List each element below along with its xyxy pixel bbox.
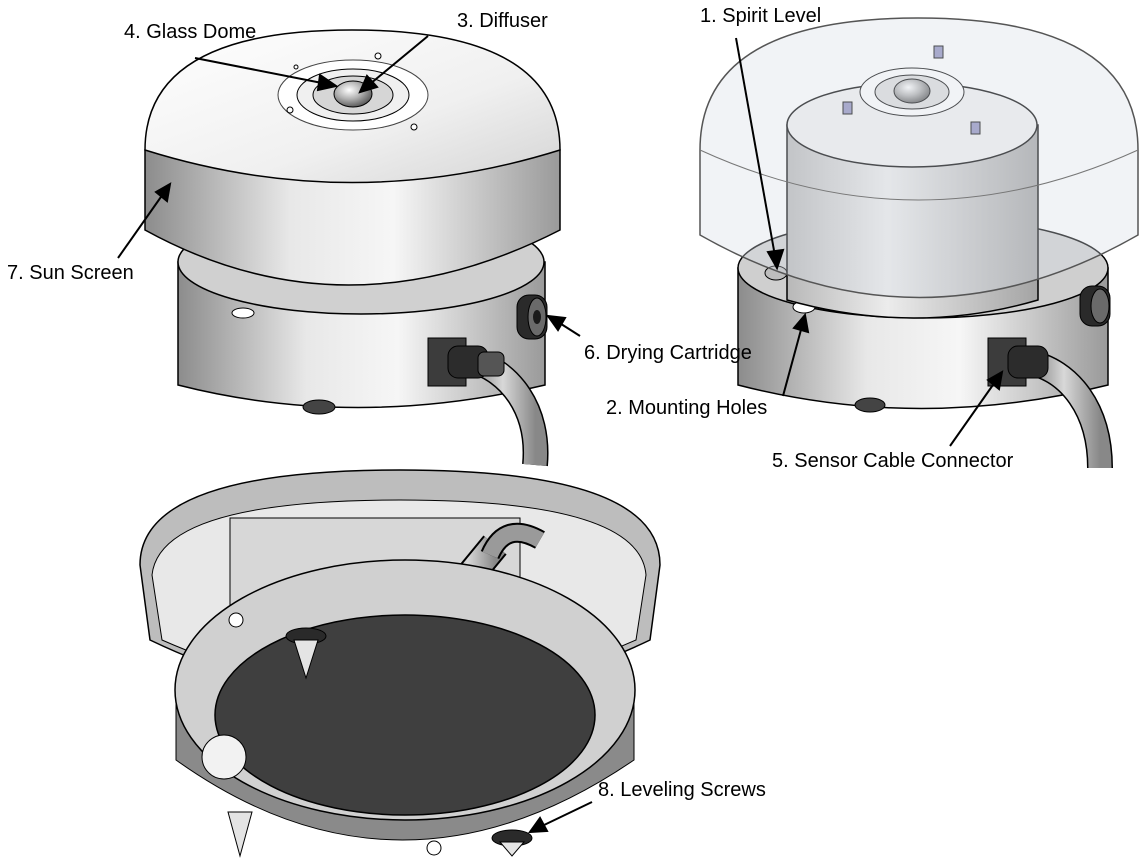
arrow-sun-screen <box>117 182 172 259</box>
sensor-connector-left <box>427 337 549 467</box>
unit-transparent-screen <box>699 17 1139 469</box>
label-sensor-cable-connector: 5. Sensor Cable Connector <box>772 450 1014 472</box>
arrow-spirit-level <box>735 37 785 271</box>
arrow-sensor-connector <box>949 370 1004 447</box>
unit-underside <box>139 469 661 858</box>
label-leveling-screws: 8. Leveling Screws <box>598 779 766 801</box>
label-diffuser: 3. Diffuser <box>457 10 548 32</box>
arrow-leveling-screws <box>527 801 593 834</box>
unit-with-sun-screen <box>144 29 561 467</box>
callout-arrows <box>117 35 1004 834</box>
arrow-diffuser <box>358 35 429 94</box>
leveling-screw-3 <box>227 811 253 858</box>
leveling-screw-2 <box>491 829 533 857</box>
arrow-mounting-holes <box>782 312 810 397</box>
leveling-screw-1 <box>285 627 327 680</box>
label-sun-screen: 7. Sun Screen <box>7 262 134 284</box>
label-spirit-level: 1. Spirit Level <box>700 5 822 27</box>
label-drying-cartridge: 6. Drying Cartridge <box>584 342 752 364</box>
arrow-drying-cartridge <box>545 314 581 337</box>
arrow-glass-dome <box>194 57 339 92</box>
label-glass-dome: 4. Glass Dome <box>124 21 257 43</box>
sun-screen-left <box>144 29 561 286</box>
label-mounting-holes: 2. Mounting Holes <box>606 397 768 419</box>
drying-cartridge-left <box>516 294 548 340</box>
